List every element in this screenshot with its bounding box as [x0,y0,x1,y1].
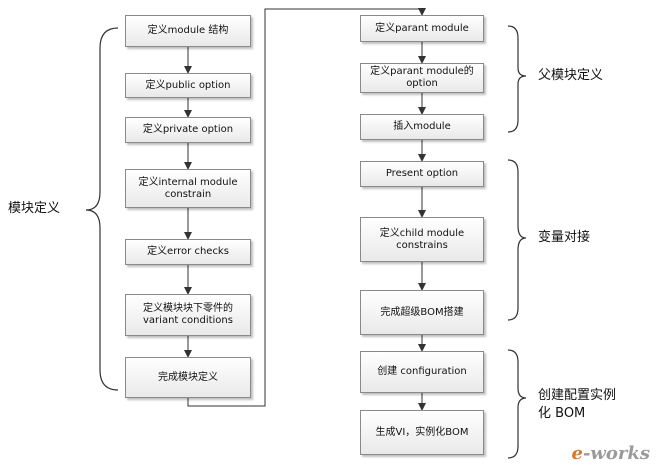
step-label: 定义internal module constrain [138,176,238,200]
step-label: 定义error checks [147,246,229,257]
label-create-config: 创建配置实例化 BOM [538,388,617,421]
e-works-logo: e-works [571,443,650,464]
step-label: 定义parant module [375,22,469,34]
step-label: 定义public option [145,79,231,91]
step-define-internal-constrain: 定义internal module constrain [125,169,251,208]
logo-e: e [571,443,583,464]
brace-variable-docking [507,159,527,321]
step-define-parant-module-option: 定义parant module的option [360,63,484,93]
step-define-private-option: 定义private option [125,117,251,143]
step-label: 定义child module constrains [379,227,465,251]
step-label: 定义parant module的option [370,66,474,89]
step-generate-vi-bom: 生成VI，实例化BOM [360,410,484,455]
step-present-option: Present option [360,161,484,187]
step-complete-super-bom: 完成超级BOM搭建 [360,290,484,335]
step-label: 生成VI，实例化BOM [375,426,469,438]
step-insert-module: 插入module [360,114,484,140]
connector-left-to-right [187,8,426,407]
step-label: Present option [385,168,459,179]
logo-rest: -works [582,443,650,464]
brace-module-definition [85,27,119,391]
step-label: 定义private option [142,124,234,135]
step-define-variant-conditions: 定义模块块下零件的variant conditions [125,294,251,336]
step-create-configuration: 创建 configuration [360,351,484,393]
label-parent-module-definition: 父模块定义 [538,68,604,83]
step-define-child-constrains: 定义child module constrains [360,217,484,262]
step-define-module-structure: 定义module 结构 [125,15,251,47]
step-label: 创建 configuration [377,366,467,377]
step-complete-module-definition: 完成模块定义 [125,357,251,398]
label-module-definition: 模块定义 [8,201,61,216]
step-define-error-checks: 定义error checks [125,239,251,265]
brace-create-config [507,349,527,459]
step-define-public-option: 定义public option [125,73,251,98]
step-label: 定义模块块下零件的variant conditions [143,303,233,326]
step-label: 插入module [393,121,451,132]
label-variable-docking: 变量对接 [538,230,591,245]
step-label: 完成超级BOM搭建 [380,306,464,318]
brace-parent-module [507,25,527,133]
step-define-parant-module: 定义parant module [360,15,484,42]
step-label: 完成模块定义 [158,371,218,383]
step-label: 定义module 结构 [147,25,229,36]
